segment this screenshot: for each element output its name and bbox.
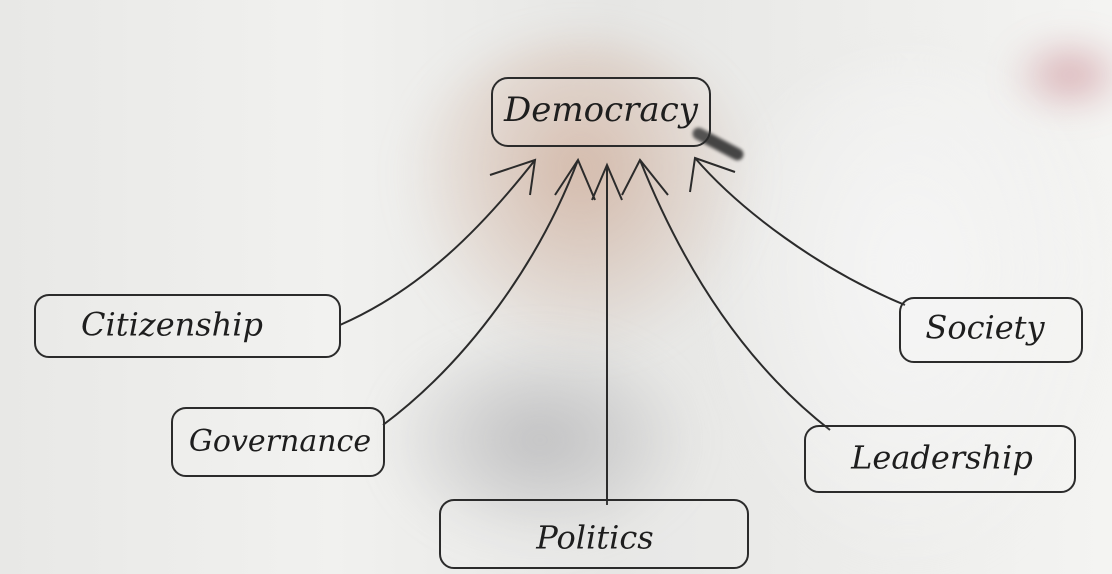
node-governance: Governance (171, 407, 385, 477)
node-governance-box (171, 407, 385, 477)
node-society-box (899, 297, 1083, 363)
link-society (694, 157, 906, 306)
link-governance (382, 159, 579, 426)
node-citizenship-label: Citizenship (81, 306, 263, 344)
node-democracy-label: Democracy (503, 90, 699, 130)
node-leadership-label: Leadership (850, 439, 1033, 477)
arrowhead-governance (554, 157, 596, 201)
node-democracy-box (491, 77, 711, 147)
node-society: Society (899, 297, 1083, 363)
blurred-hand (400, 40, 760, 360)
node-politics-label: Politics (535, 519, 653, 557)
node-society-label: Society (925, 309, 1045, 347)
node-citizenship-box (34, 294, 341, 358)
node-governance-label: Governance (189, 424, 371, 459)
arrowhead-politics (591, 162, 623, 201)
arrowhead-society (689, 156, 736, 193)
node-citizenship: Citizenship (34, 294, 341, 358)
arrowhead-citizenship (489, 158, 537, 196)
blurred-tie (1010, 40, 1112, 110)
node-democracy: Democracy (491, 77, 711, 147)
node-leadership-box (804, 425, 1076, 493)
node-politics: Politics (439, 499, 749, 569)
arrowhead-leadership (621, 158, 669, 196)
link-citizenship (339, 159, 536, 326)
blurred-sleeve-cuff (380, 330, 700, 550)
blurred-shirt (700, 60, 1112, 574)
node-leadership: Leadership (804, 425, 1076, 493)
node-politics-box (439, 499, 749, 569)
link-leadership (639, 159, 831, 431)
